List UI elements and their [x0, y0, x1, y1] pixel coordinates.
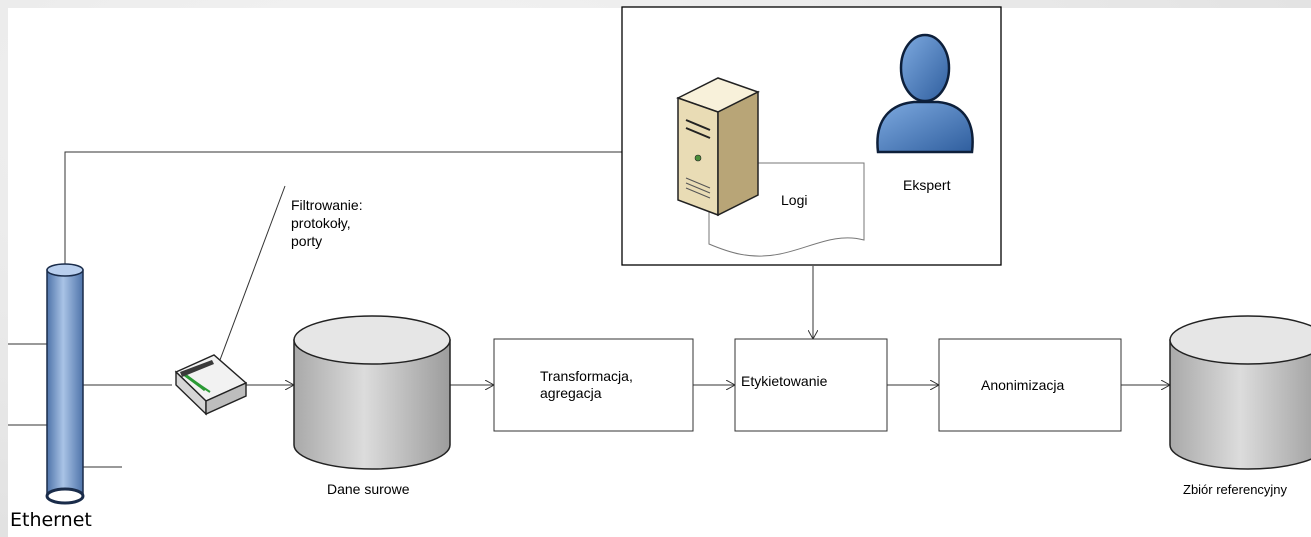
- raw-data-label: Dane surowe: [327, 481, 410, 497]
- router-icon: [174, 354, 248, 416]
- database-icon: [293, 315, 451, 470]
- person-icon: [876, 33, 974, 154]
- transform-box[interactable]: [493, 338, 694, 432]
- filter-pointer-line: [211, 185, 286, 384]
- anonymization-box[interactable]: [938, 338, 1122, 432]
- transform-label: Transformacja, agregacja: [540, 368, 633, 401]
- expert-label: Ekspert: [903, 177, 951, 193]
- labeling-box[interactable]: [734, 338, 888, 432]
- server-icon: [676, 77, 760, 217]
- filter-label: Filtrowanie: protokoły, porty: [291, 197, 363, 249]
- connections: [8, 151, 1170, 468]
- reference-set-label: Zbiór referencyjny: [1183, 482, 1288, 497]
- anonymization-label: Anonimizacja: [981, 377, 1065, 393]
- ethernet-bus-icon: [45, 263, 85, 505]
- ethernet-to-server-line: [64, 151, 681, 268]
- labeling-label: Etykietowanie: [741, 373, 828, 389]
- reference-database-icon: [1169, 315, 1311, 470]
- logs-label: Logi: [781, 192, 808, 208]
- ethernet-label: Ethernet: [10, 509, 92, 531]
